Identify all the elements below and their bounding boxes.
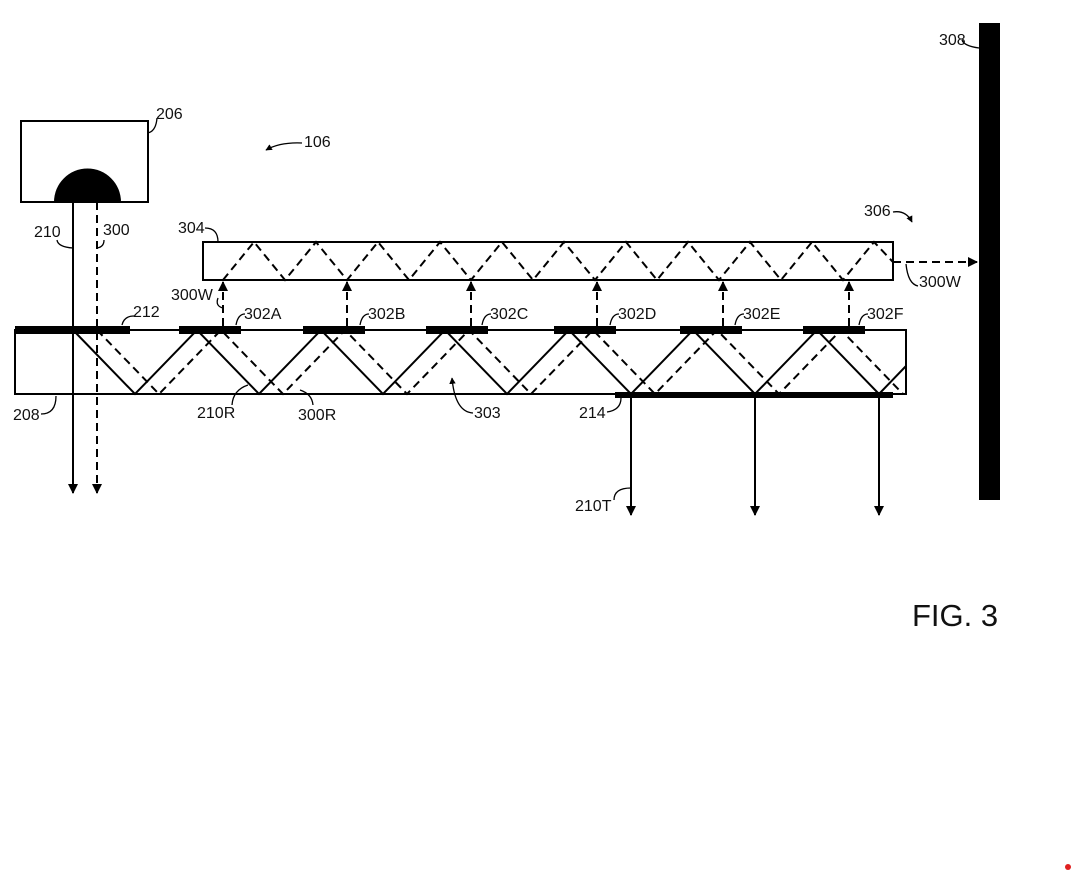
label-302d: 302D [618, 306, 656, 323]
figure-title: FIG. 3 [912, 598, 998, 633]
label-308: 308 [939, 32, 966, 49]
label-208: 208 [13, 407, 40, 424]
light-source-206 [20, 120, 149, 203]
label-210t: 210T [575, 498, 612, 515]
label-214: 214 [579, 405, 606, 422]
marker-dot [1065, 864, 1071, 870]
outcoupled-dashed-arrows [218, 281, 854, 326]
main-waveguide-dashed-zigzag [96, 328, 904, 396]
label-304: 304 [178, 220, 205, 237]
label-106: 106 [304, 134, 331, 151]
grating-302f [803, 326, 865, 334]
labels: 206 106 210 300 304 300W 212 302A 302B 3… [13, 32, 998, 633]
dashed-ray-path-304 [222, 240, 894, 282]
label-300w-right: 300W [919, 274, 962, 291]
label-302e: 302E [743, 306, 780, 323]
label-303: 303 [474, 405, 501, 422]
grating-302c [426, 326, 488, 334]
label-300w-left: 300W [171, 287, 214, 304]
screen-308 [979, 23, 1000, 500]
grating-group [179, 326, 865, 334]
label-302f: 302F [867, 306, 904, 323]
label-206: 206 [156, 106, 183, 123]
label-300r: 300R [298, 407, 336, 424]
emitter-dome-icon [54, 168, 121, 202]
transmitted-solid-arrows [626, 394, 884, 516]
dashed-ray-path [96, 328, 904, 396]
grating-302a [179, 326, 241, 334]
label-210: 210 [34, 224, 61, 241]
label-300: 300 [103, 222, 130, 239]
label-306: 306 [864, 203, 891, 220]
label-302c: 302C [490, 306, 528, 323]
solid-ray-path [72, 328, 907, 396]
label-302a: 302A [244, 306, 282, 323]
grating-302b [303, 326, 365, 334]
grating-302e [680, 326, 742, 334]
leader-lines [40, 39, 980, 501]
secondary-waveguide-dashed-zigzag [222, 240, 894, 282]
main-waveguide-solid-zigzag [72, 328, 907, 396]
grating-302d [554, 326, 616, 334]
label-212: 212 [133, 304, 160, 321]
label-210r: 210R [197, 405, 235, 422]
label-302b: 302B [368, 306, 405, 323]
